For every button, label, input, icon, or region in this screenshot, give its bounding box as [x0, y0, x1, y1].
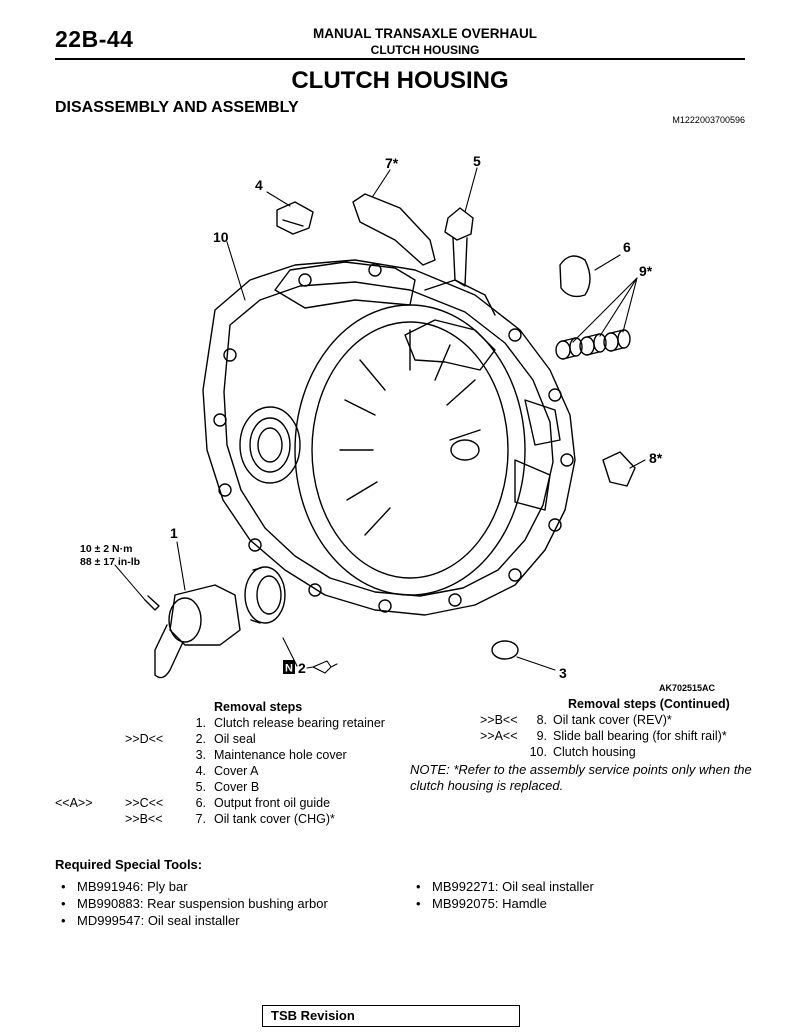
new-part-symbol: N	[285, 663, 293, 675]
callout-1: 1	[170, 525, 178, 541]
tool-item: MB990883: Rear suspension bushing arbor	[55, 895, 405, 912]
special-tools-right: MB992271: Oil seal installer MB992075: H…	[410, 878, 740, 912]
removal-steps-left: Removal steps 1.Clutch release bearing r…	[55, 699, 395, 827]
lubricant-icon	[306, 660, 338, 674]
special-tools-left: MB991946: Ply bar MB990883: Rear suspens…	[55, 878, 405, 929]
removal-step-row: >>B<<7.Oil tank cover (CHG)*	[125, 812, 335, 826]
removal-step-row: >>B<<8.Oil tank cover (REV)*	[480, 713, 672, 727]
removal-step-row: <<A>>>>C<<6.Output front oil guide	[55, 796, 331, 810]
oil-tank-cover-rev-drawing	[602, 451, 636, 487]
oil-seal-drawing	[244, 566, 286, 624]
section-title: DISASSEMBLY AND ASSEMBLY	[55, 99, 299, 116]
figure-code: AK702515AC	[658, 683, 715, 693]
torque-spec-metric: 10 ± 2 N·m	[80, 543, 132, 555]
special-tools-title: Required Special Tools:	[55, 857, 203, 872]
header-subtitle: CLUTCH HOUSING	[370, 43, 480, 57]
callout-9: 9*	[639, 263, 653, 279]
callout-10: 10	[213, 229, 229, 245]
removal-steps-heading: Removal steps	[214, 700, 303, 714]
tool-item: MB991946: Ply bar	[55, 878, 405, 895]
removal-step-row: >>A<<9.Slide ball bearing (for shift rai…	[480, 729, 727, 743]
removal-step-row: 4.Cover A	[195, 764, 259, 778]
leader-lines	[176, 167, 646, 671]
cover-a-drawing	[276, 201, 314, 235]
torque-spec-imperial: 88 ± 17 in-lb	[80, 556, 140, 568]
oil-tank-cover-chg-drawing	[352, 193, 436, 266]
removal-steps-continued-heading: Removal steps (Continued)	[568, 697, 730, 711]
clutch-housing-drawing	[202, 259, 576, 616]
bearing-retainer-drawing	[144, 584, 241, 679]
removal-step-row: 5.Cover B	[195, 780, 260, 794]
callout-8: 8*	[649, 450, 663, 466]
removal-step-row: 3.Maintenance hole cover	[195, 748, 347, 762]
cover-b-drawing	[444, 207, 474, 287]
removal-step-row: >>D<<2.Oil seal	[125, 732, 256, 746]
callout-3: 3	[559, 665, 567, 681]
callout-6: 6	[623, 239, 631, 255]
tool-item: MB992075: Hamdle	[410, 895, 740, 912]
new-part-icon	[283, 660, 295, 674]
removal-steps-right: Removal steps (Continued) >>B<<8.Oil tan…	[410, 696, 760, 760]
removal-step-row: 10.Clutch housing	[529, 745, 636, 759]
removal-step-row: 1.Clutch release bearing retainer	[195, 716, 385, 730]
maintenance-hole-cover-drawing	[491, 640, 519, 660]
page-title: CLUTCH HOUSING	[291, 67, 509, 94]
page-number: 22B-44	[55, 26, 134, 52]
callout-7: 7*	[385, 155, 399, 171]
callout-4: 4	[255, 177, 263, 193]
tool-item: MD999547: Oil seal installer	[55, 912, 405, 929]
header-title: MANUAL TRANSAXLE OVERHAUL	[312, 26, 537, 41]
exploded-view-diagram: N 1 2 3 4 5 6 7* 8* 9* 10 10 ± 2 N·m 88 …	[80, 153, 663, 681]
torque-leader	[114, 564, 146, 601]
slide-ball-bearings-drawing	[555, 329, 631, 360]
tool-item: MB992271: Oil seal installer	[410, 878, 740, 895]
assembly-note: NOTE: *Refer to the assembly service poi…	[410, 762, 752, 793]
callout-5: 5	[473, 153, 481, 169]
tsb-revision-box: TSB Revision	[262, 1005, 520, 1027]
oil-guide-drawing	[559, 255, 591, 298]
header-divider	[55, 58, 745, 60]
reference-code: M1222003700596	[672, 115, 745, 125]
callout-2: 2	[298, 660, 306, 676]
